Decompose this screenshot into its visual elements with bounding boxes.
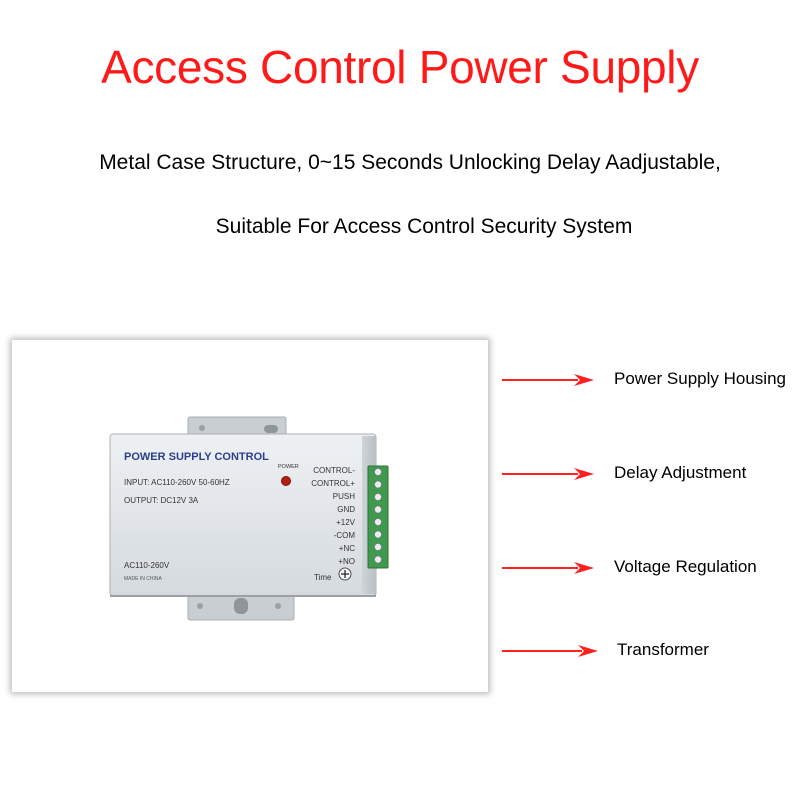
- product-photo: POWER SUPPLY CONTROL INPUT: AC110-260V 5…: [12, 340, 488, 692]
- delay-adjust-knob-icon: [338, 567, 352, 581]
- terminal-screw-icon: [373, 530, 382, 539]
- terminal-block: [367, 465, 389, 569]
- terminal-label: +12V: [336, 518, 356, 527]
- terminal-screw-icon: [373, 492, 382, 501]
- terminal-label: CONTROL+: [311, 479, 355, 488]
- power-led-label: POWER: [278, 464, 299, 470]
- terminal-screw-icon: [373, 542, 382, 551]
- output-spec-label: OUTPUT: DC12V 3A: [124, 496, 199, 505]
- bottom-mounting-bracket: [187, 589, 295, 621]
- power-led-icon: [281, 476, 291, 486]
- red-arrow-icon: [502, 645, 598, 657]
- terminal-label: +NO: [338, 557, 355, 566]
- terminal-label: PUSH: [333, 492, 355, 501]
- page-title: Access Control Power Supply: [101, 41, 699, 93]
- callout-label: Power Supply Housing: [614, 369, 786, 388]
- terminal-label: +NC: [339, 544, 355, 553]
- terminal-screw-icon: [373, 480, 382, 489]
- terminal-labels: CONTROL- CONTROL+ PUSH GND +12V -COM +NC…: [311, 466, 355, 566]
- red-arrow-icon: [502, 374, 594, 386]
- red-arrow-icon: [502, 562, 594, 574]
- terminal-screw-icon: [373, 555, 382, 564]
- top-mounting-bracket: [187, 416, 287, 438]
- terminal-label: CONTROL-: [313, 466, 355, 475]
- callout-label: Voltage Regulation: [614, 557, 757, 576]
- terminal-label: -COM: [334, 531, 356, 540]
- terminal-screw-icon: [373, 517, 382, 526]
- brand-label: POWER SUPPLY CONTROL: [124, 451, 269, 463]
- callout-label: Delay Adjustment: [614, 463, 747, 482]
- origin-label: MADE IN CHINA: [124, 576, 162, 582]
- red-arrow-icon: [502, 468, 594, 480]
- input-spec-label: INPUT: AC110-260V 50-60HZ: [124, 478, 230, 487]
- subtitle-line-1: Metal Case Structure, 0~15 Seconds Unloc…: [99, 151, 721, 174]
- time-label: Time: [314, 573, 332, 582]
- subtitle-line-2: Suitable For Access Control Security Sys…: [215, 215, 633, 238]
- callout-label: Transformer: [617, 640, 709, 659]
- terminal-screw-icon: [373, 505, 382, 514]
- ac-voltage-label: AC110-260V: [124, 561, 170, 570]
- terminal-screw-icon: [373, 467, 382, 476]
- terminal-label: GND: [337, 505, 355, 514]
- power-supply-illustration: POWER SUPPLY CONTROL INPUT: AC110-260V 5…: [109, 416, 389, 621]
